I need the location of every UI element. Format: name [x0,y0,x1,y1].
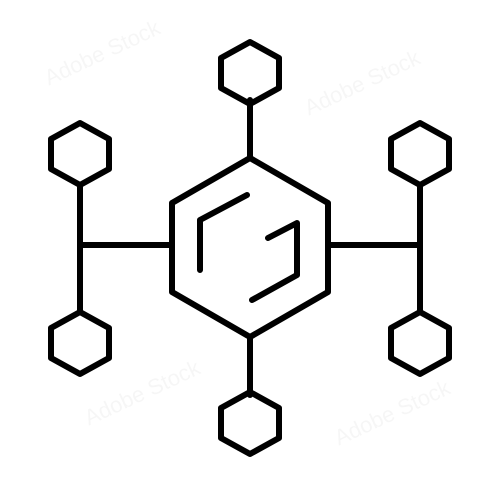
top-hexagon [218,39,282,107]
lower-right-hexagon [388,309,452,377]
bottom-hexagon [218,389,282,457]
upper-left-hexagon [48,120,112,188]
inner-glyph-right [249,220,300,303]
lower-left-hexagon [48,309,112,377]
upper-right-hexagon [388,120,452,188]
center-hexagon [169,155,331,340]
inner-glyph-left [197,192,250,273]
